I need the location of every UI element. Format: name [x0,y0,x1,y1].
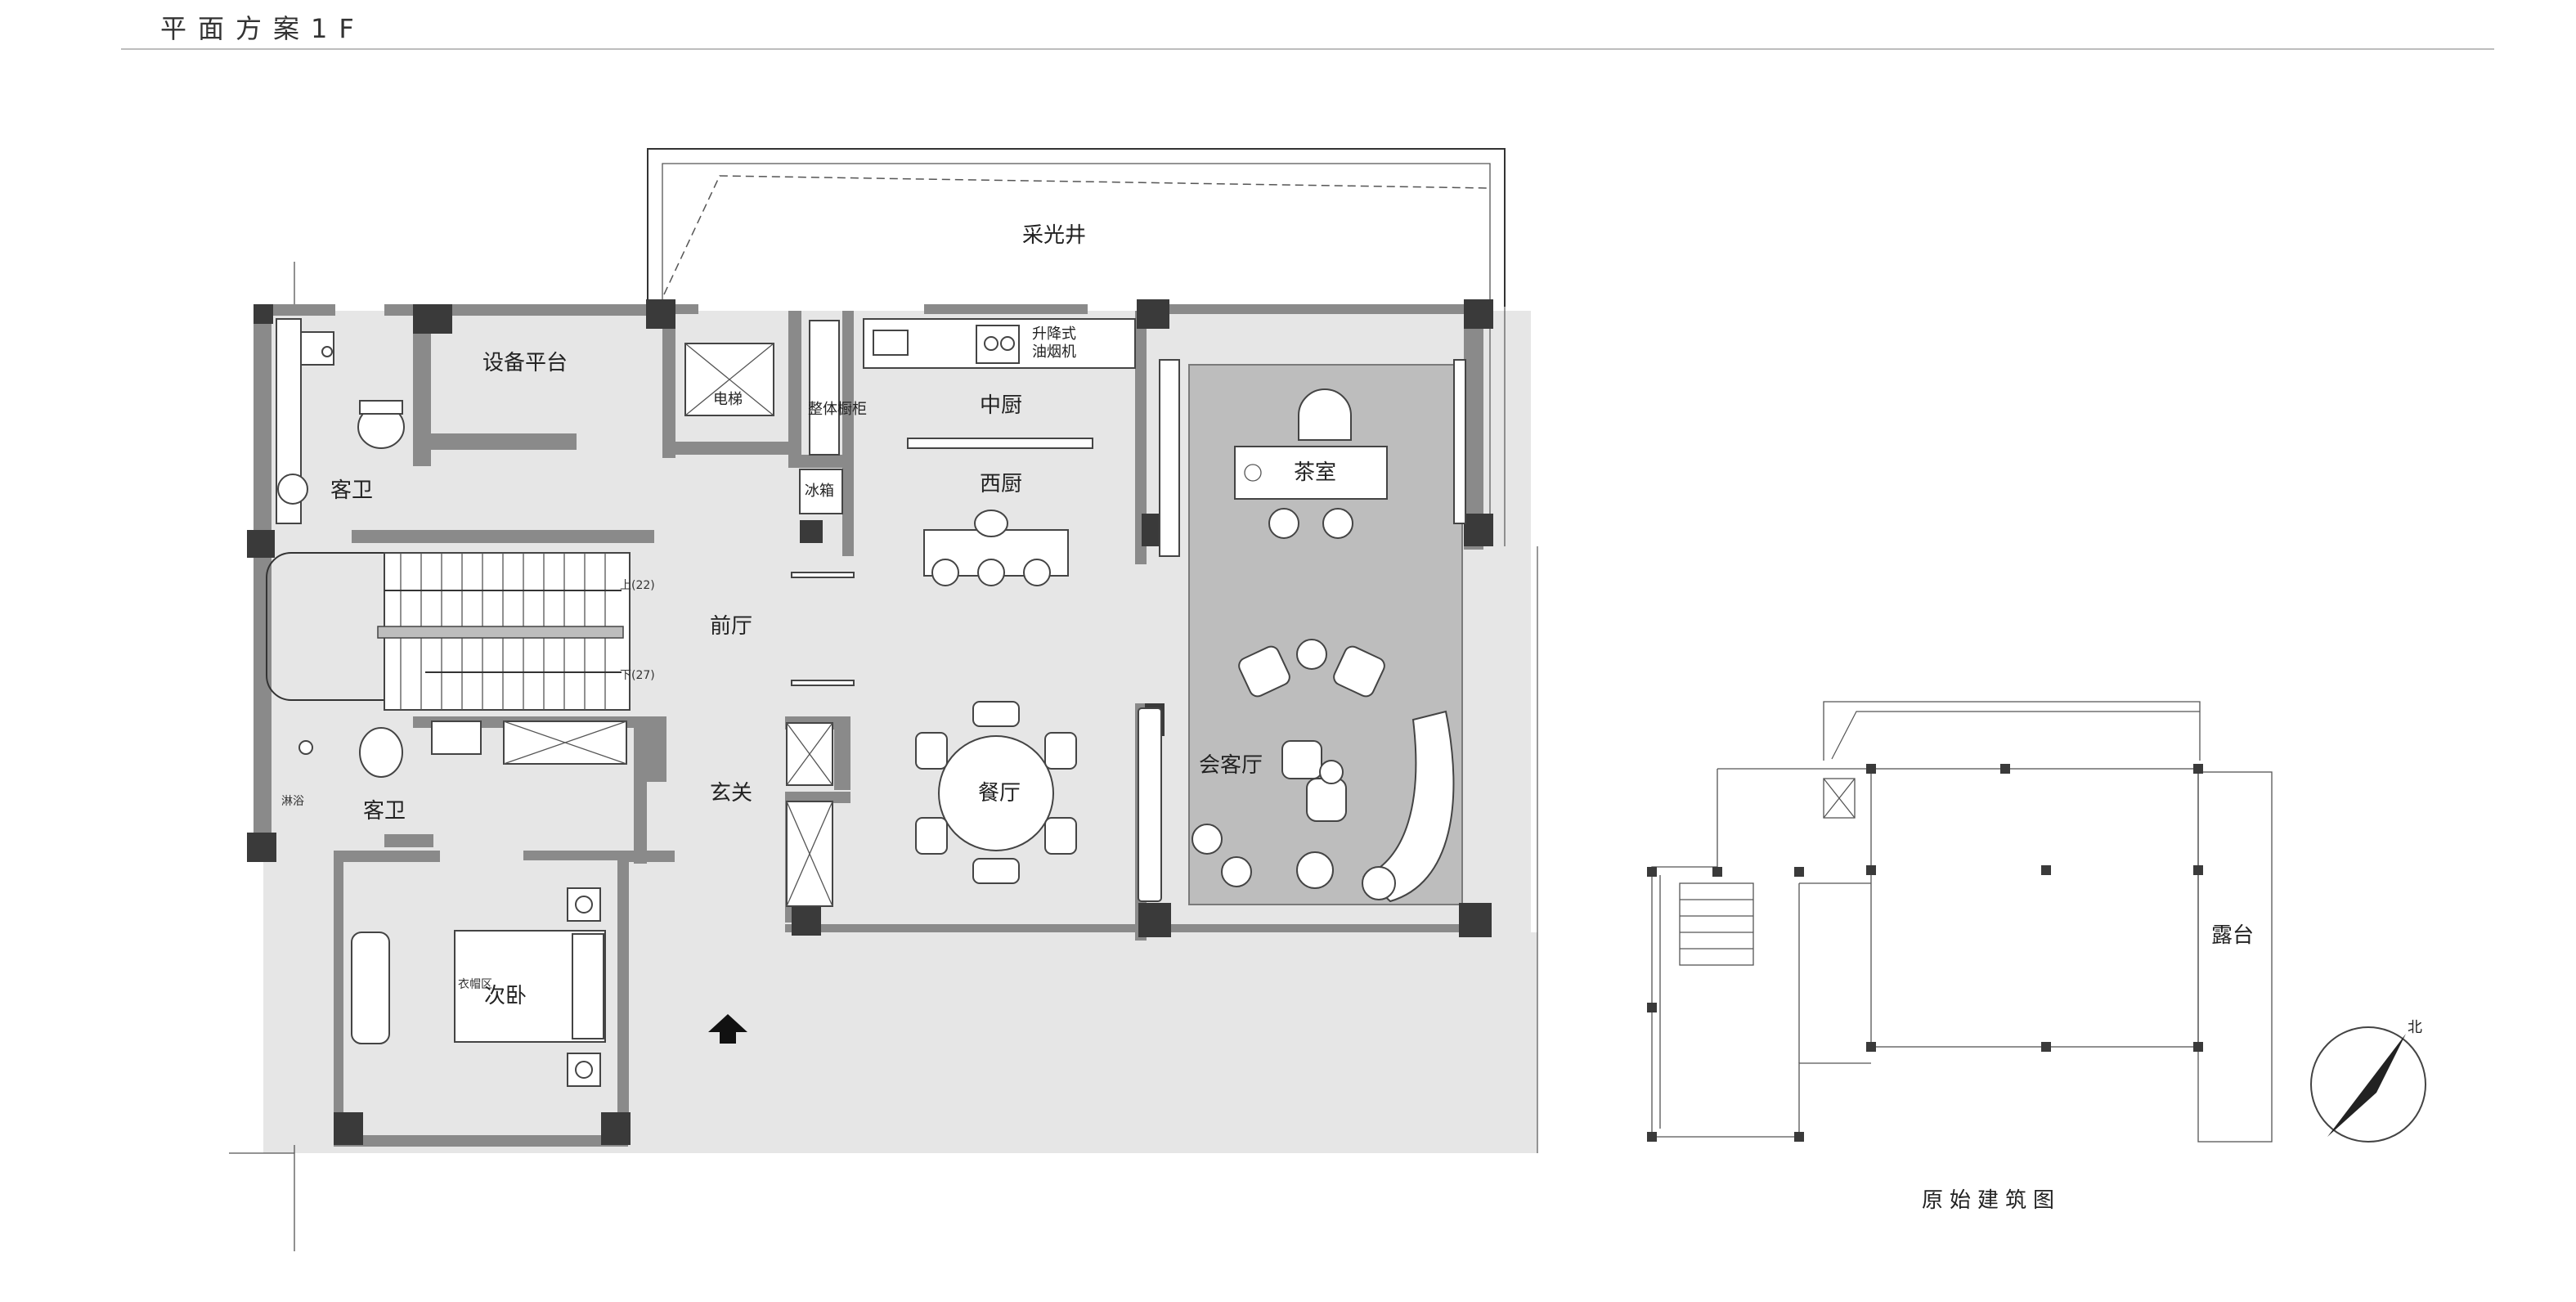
guest-bath-bottom-label: 客卫 [363,799,406,824]
chinese-kitchen: 升降式 油烟机 中厨 [863,318,1136,449]
western-kitchen: 西厨 [923,472,1069,586]
equipment-label: 设备平台 [482,351,568,375]
north-arrow: 北 [2310,1019,2426,1143]
cabinet-label: 整体橱柜 [808,401,867,418]
elevator: 电梯 [684,343,774,416]
range-hood-label-2: 油烟机 [1032,343,1076,361]
floor-fill-porch [1268,932,1537,1153]
tea-room: 茶室 [1159,359,1466,557]
reception-label: 会客厅 [1199,753,1263,778]
fridge: 冰箱 [799,469,843,514]
original-plan-caption: 原始建筑图 [1922,1188,2061,1213]
wardrobe-label: 衣帽区 [458,978,492,991]
north-arrow-icon [2327,1034,2406,1137]
north-label: 北 [2408,1019,2422,1036]
north-arrow-ring [2310,1026,2426,1143]
guest-bath-top-label: 客卫 [330,478,373,503]
lightwell-label: 采光井 [1022,223,1086,248]
bedroom: 衣帽区 次卧 [351,887,606,1087]
range-hood-label-1: 升降式 [1032,326,1076,343]
tea-room-label: 茶室 [1294,460,1336,485]
fridge-label: 冰箱 [805,483,834,500]
main-floor-plan: 客卫 设备平台 电梯 整体橱柜 冰箱 升降式 油烟机 [229,148,1538,1251]
cabinet: 整体橱柜 [808,320,867,456]
dining-label: 餐厅 [978,781,1021,806]
bedroom-label: 次卧 [484,984,527,1008]
terrace-label: 露台 [2211,923,2254,948]
stairs: 上(22) 下(27) [266,552,655,711]
original-plan: 露台 原始建筑图 [1647,701,2273,1213]
entry-cabinets [786,572,855,907]
interior-walls [352,311,1147,923]
lightwell [647,148,1538,1153]
entry-label: 玄关 [710,781,752,806]
foyer-label: 前厅 [710,614,752,639]
entrance-arrow-icon [708,1014,747,1044]
sheet-title: 平面方案1F [160,13,366,44]
reception: 会客厅 [1138,639,1455,903]
guest-bath-bottom: 淋浴 客卫 [281,721,627,824]
western-kitchen-label: 西厨 [980,472,1022,496]
dining: 餐厅 [915,701,1077,884]
stair-up-label: 上(22) [620,579,655,592]
shower-label: 淋浴 [281,795,304,808]
guest-bath-top: 客卫 [276,318,405,524]
stair-down-label: 下(27) [620,669,655,682]
chinese-kitchen-label: 中厨 [980,393,1022,418]
elevator-label: 电梯 [713,391,743,408]
